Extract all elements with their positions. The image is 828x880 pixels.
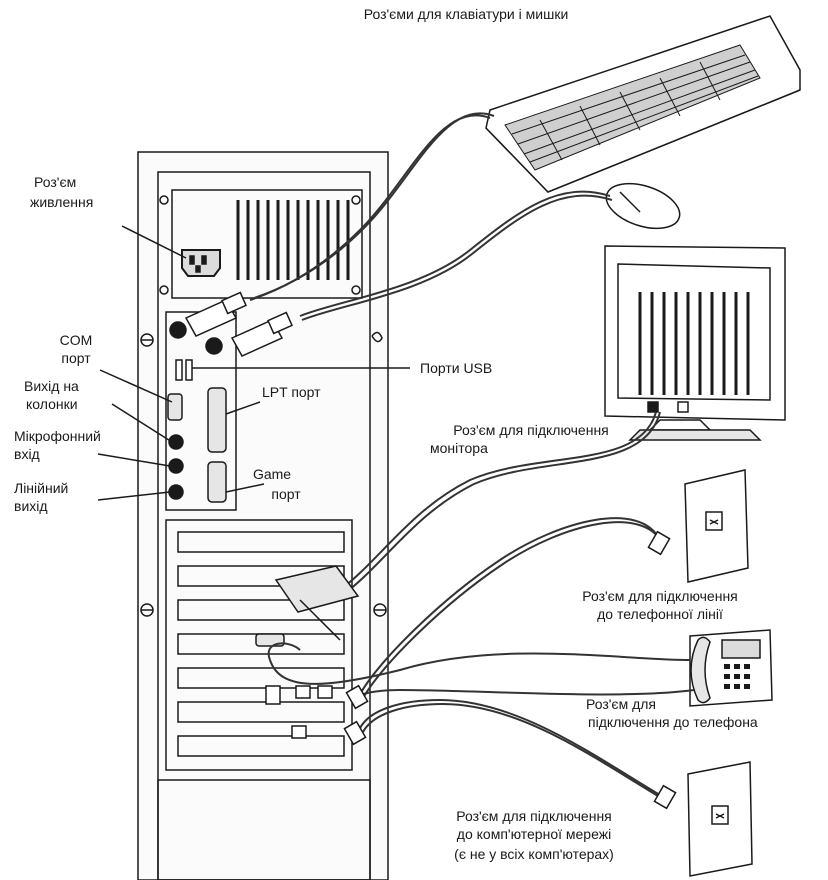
label-linear-line2: вихід [14, 498, 48, 514]
power-supply [171, 189, 363, 299]
lpt-port [207, 387, 227, 453]
rj-jack [317, 685, 333, 699]
label-telephone-line2: підключення до телефона [588, 714, 758, 730]
label-phone-line-line1: Роз'єм для підключення [582, 588, 738, 604]
mouse [605, 182, 681, 230]
mouse-cable [299, 190, 611, 317]
label-speaker-line2: колонки [26, 396, 78, 412]
game-port [207, 461, 227, 503]
label-power-line2: живлення [30, 194, 94, 210]
label-network-line3: (є не у всіх комп'ютерах) [454, 846, 614, 862]
vga-plug [274, 565, 360, 613]
label-monitor-line2: монітора [430, 440, 488, 456]
ps2-plug [230, 319, 284, 357]
leader-com [99, 369, 173, 403]
audio-jack [168, 484, 184, 500]
leader-mic [97, 453, 171, 467]
keyboard [485, 15, 801, 193]
label-game-line1: Game [252, 466, 292, 482]
ps2-port [169, 321, 187, 339]
rj-plug [653, 784, 677, 810]
phone-wall-socket [684, 469, 749, 583]
label-usb: Порти USB [420, 360, 493, 376]
rj-plug [345, 684, 369, 710]
label-com-line1: COM [59, 332, 93, 348]
rj-jack [291, 725, 307, 739]
rj-plug [647, 530, 671, 556]
audio-jack [168, 458, 184, 474]
network-cable [359, 698, 666, 799]
com-port [167, 393, 183, 421]
cables [249, 112, 695, 803]
label-network-line2: до комп'ютерної мережі [456, 826, 612, 842]
label-linear-line1: Лінійний [14, 480, 69, 496]
ps2-port [205, 337, 223, 355]
plugs [184, 291, 677, 810]
leader-lines [97, 225, 410, 501]
leader-speaker [111, 403, 173, 443]
rj-jack [295, 685, 311, 699]
label-phone-line-line2: до телефонної лінії [597, 606, 723, 622]
label-mic-line1: Мікрофонний [14, 428, 101, 444]
label-mic-line2: вхід [14, 446, 40, 462]
label-lpt: LPT порт [262, 384, 321, 400]
label-com-line2: порт [61, 350, 91, 366]
expansion-slot [177, 735, 345, 757]
expansion-slot [177, 667, 345, 689]
leader-linear [97, 491, 171, 501]
telephone [689, 629, 773, 707]
label-network-line1: Роз'єм для підключення [456, 808, 612, 824]
label-speaker-line1: Вихід на [24, 378, 79, 394]
monitor-cable [339, 411, 657, 591]
telephone-cable [267, 642, 691, 685]
leader-lpt [225, 401, 261, 415]
label-power-line1: Роз'єм [34, 174, 77, 190]
label-monitor-line1: Роз'єм для підключення [453, 422, 609, 438]
rj-plug [343, 720, 367, 746]
ps2-plug [184, 299, 238, 337]
label-game-line2: порт [271, 486, 301, 502]
expansion-slot [177, 531, 345, 553]
rj-plug [265, 685, 281, 705]
expansion-slot [177, 599, 345, 621]
leader-power [121, 225, 187, 259]
expansion-area [165, 519, 353, 771]
audio-jack [168, 434, 184, 450]
system-unit [137, 151, 389, 880]
leader-game [225, 483, 265, 493]
label-telephone-line1: Роз'єм для [585, 696, 657, 712]
network-wall-socket [687, 761, 753, 877]
usb-port [175, 359, 183, 381]
usb-port [185, 359, 193, 381]
expansion-slot [177, 701, 345, 723]
label-keyboard-mouse: Роз'єми для клавіатури і мишки [363, 6, 569, 22]
phone-line-cable [359, 517, 661, 695]
monitor [604, 245, 786, 441]
power-socket [181, 249, 221, 277]
